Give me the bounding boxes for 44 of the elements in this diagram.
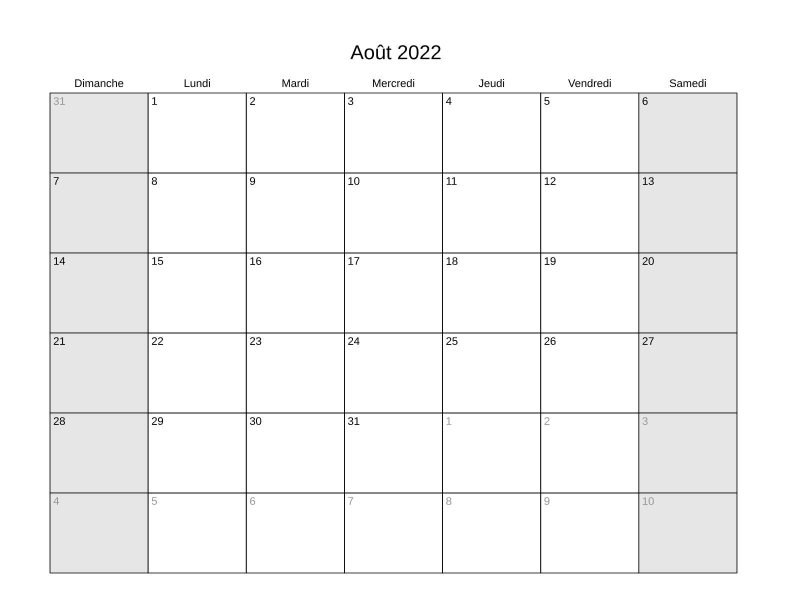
calendar-cell: 28 — [50, 412, 149, 494]
calendar-cell: 6 — [246, 492, 345, 574]
title: Août 2022 — [350, 44, 441, 60]
calendar-cell: 1 — [442, 412, 542, 494]
day-header: Lundi — [184, 79, 210, 88]
calendar-cell: 30 — [246, 412, 345, 494]
calendar-cell: 11 — [442, 172, 542, 254]
calendar-cell: 6 — [638, 92, 738, 174]
calendar-cell: 10 — [638, 492, 738, 574]
calendar-cell: 14 — [50, 252, 149, 334]
calendar-cell: 4 — [442, 92, 542, 174]
calendar-cell: 31 — [50, 92, 149, 174]
calendar-cell: 8 — [148, 172, 247, 254]
calendar-cell: 16 — [246, 252, 345, 334]
calendar-cell: 17 — [344, 252, 443, 334]
calendar-cell: 7 — [344, 492, 443, 574]
calendar-cell: 22 — [148, 332, 247, 414]
calendar-cell: 3 — [344, 92, 443, 174]
day-header: Vendredi — [568, 79, 611, 88]
calendar-cell: 15 — [148, 252, 247, 334]
calendar-cell: 18 — [442, 252, 542, 334]
calendar-cell: 13 — [638, 172, 738, 254]
calendar-cell: 7 — [50, 172, 149, 254]
calendar-cell: 21 — [50, 332, 149, 414]
day-header: Mardi — [282, 79, 308, 88]
calendar-cell: 1 — [148, 92, 247, 174]
calendar-cell: 24 — [344, 332, 443, 414]
calendar-cell: 23 — [246, 332, 345, 414]
calendar-cell: 9 — [246, 172, 345, 254]
calendar-cell: 2 — [246, 92, 345, 174]
calendar-cell: 10 — [344, 172, 443, 254]
calendar-cell: 31 — [344, 412, 443, 494]
calendar-cell: 5 — [148, 492, 247, 574]
day-header: Dimanche — [75, 79, 124, 88]
calendar-cell: 3 — [638, 412, 738, 494]
day-header: Samedi — [670, 79, 706, 88]
calendar-cell: 8 — [442, 492, 542, 574]
calendar-cell: 20 — [638, 252, 738, 334]
calendar-cell: 27 — [638, 332, 738, 414]
day-header: Jeudi — [478, 79, 504, 88]
day-header: Mercredi — [373, 79, 414, 88]
calendar-cell: 4 — [50, 492, 149, 574]
calendar-cell: 25 — [442, 332, 542, 414]
calendar-cell: 29 — [148, 412, 247, 494]
